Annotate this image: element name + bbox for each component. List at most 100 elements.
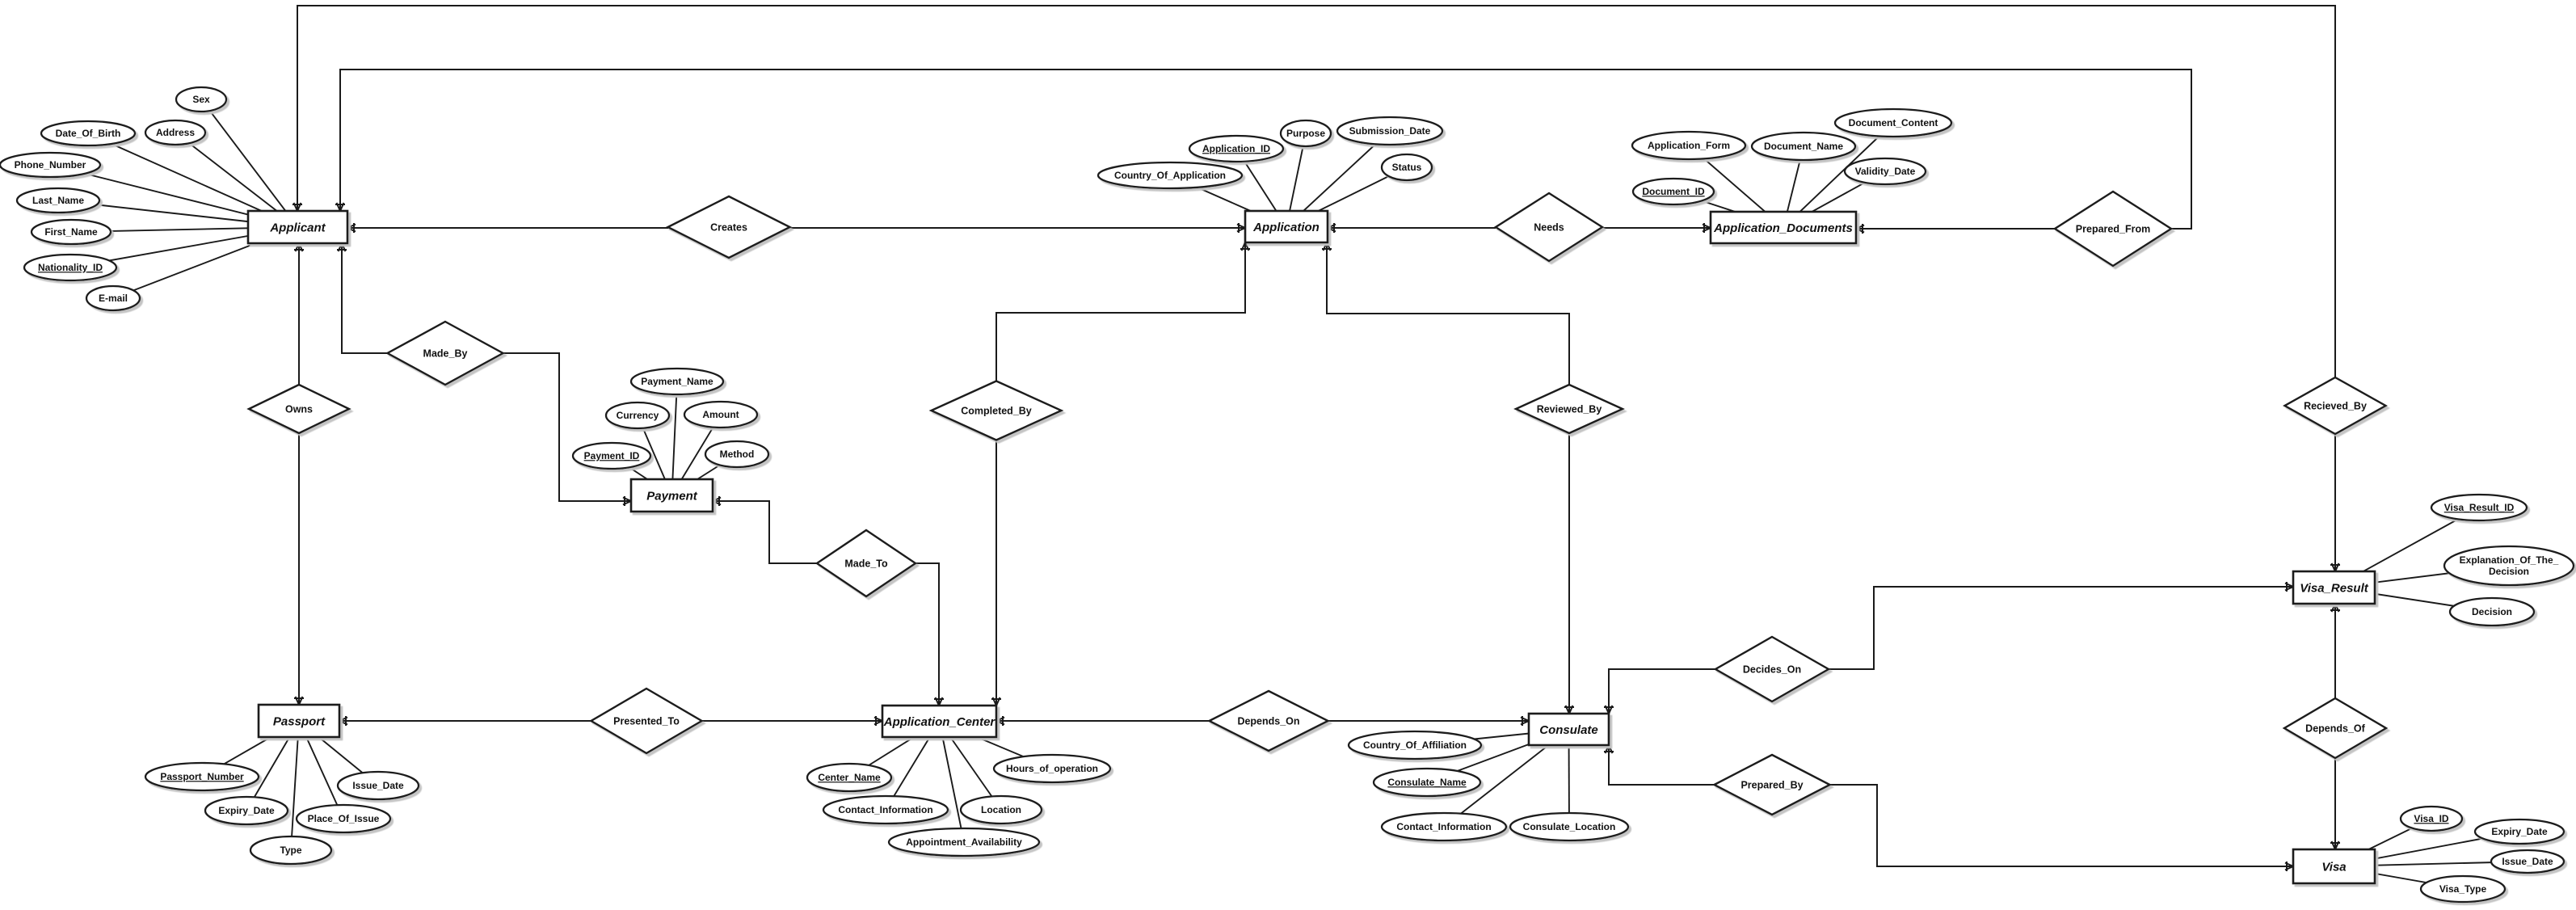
relationship-diamond-prepared_from bbox=[2052, 190, 2174, 268]
entity-box-passport bbox=[257, 703, 341, 739]
attribute-passport-issue-date: Issue_Date bbox=[336, 770, 420, 801]
attribute-link-passport-type bbox=[290, 720, 300, 851]
attribute-visa-result-visa-result-id: Visa_Result_ID bbox=[2430, 493, 2528, 522]
attribute-label-application-documents-validity-date: Validity_Date bbox=[1855, 166, 1916, 177]
relationship-label-prepared_from: Prepared_From bbox=[2076, 223, 2150, 234]
attribute-consulate-contact-information: Contact_Information bbox=[1380, 811, 1508, 842]
attribute-ellipse-visa-issue-date bbox=[2490, 849, 2565, 874]
attribute-passport-expiry-date: Expiry_Date bbox=[204, 795, 289, 826]
attribute-link-application-documents-document-content bbox=[1783, 122, 1894, 229]
attribute-visa-visa-type: Visa_Type bbox=[2419, 874, 2507, 904]
entity-box-payment bbox=[629, 478, 714, 513]
attribute-ellipse-applicant-date-of-birth bbox=[40, 120, 137, 147]
attribute-label-passport-expiry-date: Expiry_Date bbox=[218, 805, 275, 816]
attribute-application-documents-validity-date: Validity_Date bbox=[1843, 157, 1927, 186]
relationship-depends_of: Depends_Of bbox=[2282, 697, 2389, 760]
attribute-ellipse-application-documents-document-content bbox=[1833, 107, 1953, 138]
relationship-label-owns: Owns bbox=[285, 403, 313, 415]
attribute-consulate-consulate-location: Consulate_Location bbox=[1509, 811, 1630, 842]
relationship-diamond-depends_on bbox=[1206, 689, 1331, 752]
attribute-payment-method: Method bbox=[704, 440, 770, 469]
relationship-label-made_by: Made_By bbox=[423, 348, 468, 359]
relationship-prepared_from: Prepared_From bbox=[2052, 190, 2174, 268]
attribute-ellipse-passport-expiry-date bbox=[204, 795, 289, 826]
attribute-visa-visa-id: Visa_ID bbox=[2399, 805, 2464, 832]
attribute-label-application-center-location: Location bbox=[981, 804, 1021, 815]
attribute-label-payment-method: Method bbox=[720, 449, 755, 460]
relationship-label-depends_of: Depends_Of bbox=[2305, 723, 2365, 734]
attribute-ellipse-application-center-appointment-availability bbox=[887, 827, 1041, 857]
edge-6 bbox=[297, 5, 2336, 377]
edge-14 bbox=[995, 242, 1246, 381]
attribute-payment-payment-name: Payment_Name bbox=[629, 367, 725, 396]
attribute-label-application-center-center-name: Center_Name bbox=[818, 772, 881, 783]
entity-consulate: Consulate bbox=[1527, 712, 1610, 747]
relationship-label-presented_to: Presented_To bbox=[613, 715, 680, 727]
relationship-depends_on: Depends_On bbox=[1206, 689, 1331, 752]
edge-22 bbox=[1608, 668, 1715, 714]
attribute-applicant-e-mail: E-mail bbox=[85, 284, 141, 312]
relationship-made_to: Made_To bbox=[814, 529, 918, 598]
attribute-label-application-documents-document-id: Document_ID bbox=[1642, 186, 1705, 197]
attribute-ellipse-passport-type bbox=[249, 835, 333, 866]
attribute-label-application-documents-document-content: Document_Content bbox=[1849, 117, 1938, 128]
attribute-ellipse-payment-amount bbox=[683, 400, 759, 429]
attribute-label-application-purpose: Purpose bbox=[1286, 128, 1325, 139]
attribute-applicant-last-name: Last_Name bbox=[15, 187, 101, 214]
attribute-application-purpose: Purpose bbox=[1279, 119, 1332, 148]
relationship-label-reviewed_by: Reviewed_By bbox=[1537, 403, 1602, 415]
edge-11 bbox=[503, 352, 631, 502]
relationship-diamond-presented_to bbox=[589, 687, 704, 755]
attribute-payment-currency: Currency bbox=[604, 401, 671, 430]
attribute-label-passport-passport-number: Passport_Number bbox=[160, 771, 244, 782]
edge-25 bbox=[1830, 784, 2293, 867]
attribute-label-application-center-appointment-availability: Appointment_Availability bbox=[906, 836, 1022, 848]
attribute-application-documents-application-form: Application_Form bbox=[1631, 130, 1747, 161]
attribute-label-application-application-id: Application_ID bbox=[1202, 143, 1270, 154]
entity-box-application_center bbox=[881, 704, 998, 739]
attribute-payment-payment-id: Payment_ID bbox=[571, 441, 652, 470]
attribute-label-application-documents-application-form: Application_Form bbox=[1648, 140, 1730, 151]
attribute-ellipse-visa-visa-id bbox=[2399, 805, 2464, 832]
attribute-applicant-first-name: First_Name bbox=[30, 218, 112, 246]
relationship-owns: Owns bbox=[246, 383, 351, 435]
attribute-label-applicant-nationality-id: Nationality_ID bbox=[38, 262, 103, 273]
relationship-label-made_to: Made_To bbox=[844, 558, 888, 569]
relationship-creates: Creates bbox=[665, 195, 793, 259]
relationship-diamond-recieved_by bbox=[2283, 376, 2388, 436]
attribute-passport-place-of-issue: Place_Of_Issue bbox=[295, 803, 392, 834]
attribute-ellipse-application-documents-document-name bbox=[1750, 131, 1857, 162]
relationship-label-creates: Creates bbox=[710, 221, 747, 233]
relationship-diamond-decides_on bbox=[1713, 635, 1831, 703]
attribute-ellipse-application-status bbox=[1380, 153, 1433, 182]
attribute-application-status: Status bbox=[1380, 153, 1433, 182]
entity-box-application_documents bbox=[1709, 210, 1858, 245]
relationship-diamond-creates bbox=[665, 195, 793, 259]
attribute-visa-result-explanation-of-the-decision: Explanation_Of_The_Decision bbox=[2443, 545, 2575, 587]
attribute-ellipse-visa-result-explanation-of-the-decision bbox=[2443, 545, 2575, 587]
relationship-diamond-made_to bbox=[814, 529, 918, 598]
entity-box-visa_result bbox=[2292, 570, 2376, 605]
attribute-label-consulate-contact-information: Contact_Information bbox=[1396, 821, 1491, 832]
attribute-label-applicant-phone-number: Phone_Number bbox=[15, 159, 86, 171]
attribute-ellipse-application-country-of-application bbox=[1096, 161, 1244, 190]
relationship-diamond-needs bbox=[1493, 192, 1605, 263]
relationship-diamond-prepared_by bbox=[1711, 753, 1833, 816]
attribute-label-consulate-consulate-location: Consulate_Location bbox=[1523, 821, 1616, 832]
attribute-application-center-appointment-availability: Appointment_Availability bbox=[887, 827, 1041, 857]
attribute-passport-type: Type bbox=[249, 835, 333, 866]
attribute-label-applicant-first-name: First_Name bbox=[44, 226, 98, 238]
attribute-visa-issue-date: Issue_Date bbox=[2490, 849, 2565, 874]
entity-label-applicant: Applicant bbox=[269, 221, 326, 234]
attribute-ellipse-application-center-location bbox=[959, 794, 1043, 825]
edge-16 bbox=[1326, 242, 1570, 385]
entity-box-visa bbox=[2292, 848, 2376, 885]
attribute-ellipse-applicant-address bbox=[144, 119, 207, 146]
attribute-label-application-documents-document-name: Document_Name bbox=[1764, 141, 1843, 152]
attribute-ellipse-applicant-last-name bbox=[15, 187, 101, 214]
relationship-decides_on: Decides_On bbox=[1713, 635, 1831, 703]
relationship-diamond-reviewed_by bbox=[1513, 383, 1625, 435]
attribute-payment-amount: Amount bbox=[683, 400, 759, 429]
attribute-passport-passport-number: Passport_Number bbox=[144, 761, 260, 792]
